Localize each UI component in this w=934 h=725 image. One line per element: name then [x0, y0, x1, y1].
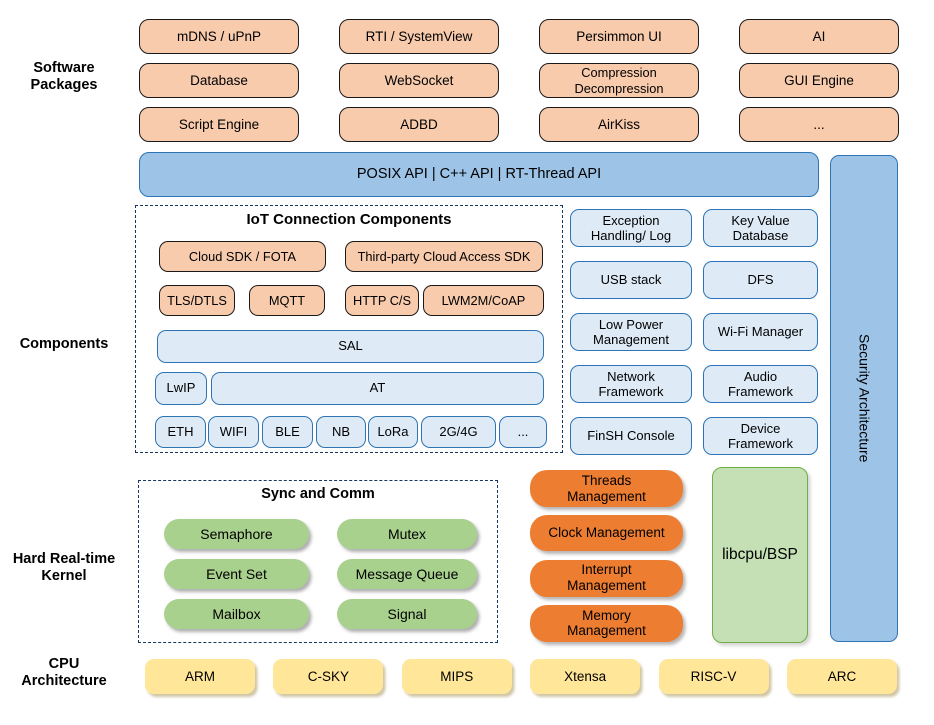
node-arc: ARC	[786, 659, 897, 694]
api-layer-bar: POSIX API | C++ API | RT-Thread API	[139, 152, 819, 197]
node-mutex: Mutex	[337, 519, 477, 549]
node-interrupt-management: Interrupt Management	[530, 559, 683, 597]
security-architecture-label: Security Architecture	[856, 334, 873, 463]
sync-and-comm-grid: Semaphore Mutex Event Set Message Queue …	[164, 519, 477, 629]
node-sal: SAL	[157, 330, 544, 363]
node-clock-management: Clock Management	[530, 515, 683, 552]
node-mdns-upnp: mDNS / uPnP	[139, 19, 299, 54]
node-cloud-sdk-fota: Cloud SDK / FOTA	[159, 241, 326, 272]
node-risc-v: RISC-V	[658, 659, 769, 694]
sync-and-comm-title: Sync and Comm	[261, 486, 375, 502]
node-semaphore: Semaphore	[164, 519, 309, 549]
cpu-architecture-row: ARM C-SKY MIPS Xtensa RISC-V ARC	[145, 659, 897, 694]
node-libcpu-bsp: libcpu/BSP	[712, 467, 808, 643]
node-database: Database	[139, 63, 299, 98]
node-gui-engine: GUI Engine	[739, 63, 899, 98]
node-rti-systemview: RTI / SystemView	[339, 19, 499, 54]
section-label-cpu-architecture: CPU Architecture	[21, 656, 107, 690]
security-architecture-bar: Security Architecture	[830, 155, 898, 642]
node-eth: ETH	[155, 416, 206, 448]
node-more-links: ...	[499, 416, 547, 448]
node-signal: Signal	[337, 599, 477, 629]
node-exception-handling-log: Exception Handling/ Log	[570, 209, 692, 247]
node-lwip: LwIP	[155, 372, 207, 405]
software-packages-grid: mDNS / uPnP RTI / SystemView Persimmon U…	[139, 19, 899, 142]
node-mailbox: Mailbox	[164, 599, 309, 629]
node-device-framework: Device Framework	[703, 417, 818, 455]
node-tls-dtls: TLS/DTLS	[159, 285, 235, 316]
node-xtensa: Xtensa	[530, 659, 641, 694]
node-key-value-database: Key Value Database	[703, 209, 818, 247]
node-adbd: ADBD	[339, 107, 499, 142]
node-third-party-cloud-access-sdk: Third-party Cloud Access SDK	[345, 241, 543, 272]
node-wifi-manager: Wi-Fi Manager	[703, 313, 818, 351]
node-2g-4g: 2G/4G	[421, 416, 496, 448]
node-ble: BLE	[262, 416, 313, 448]
sync-and-comm-box	[138, 480, 498, 643]
node-websocket: WebSocket	[339, 63, 499, 98]
node-wifi: WIFI	[208, 416, 259, 448]
node-arm: ARM	[145, 659, 255, 694]
node-event-set: Event Set	[164, 559, 309, 589]
section-label-components: Components	[19, 336, 109, 352]
node-compression-decompression: Compression Decompression	[539, 63, 699, 98]
node-lora: LoRa	[368, 416, 418, 448]
node-low-power-management: Low Power Management	[570, 313, 692, 351]
node-at: AT	[211, 372, 544, 405]
node-message-queue: Message Queue	[337, 559, 477, 589]
node-script-engine: Script Engine	[139, 107, 299, 142]
section-label-kernel: Hard Real-time Kernel	[12, 551, 116, 585]
node-mqtt: MQTT	[249, 285, 325, 316]
iot-connection-components-title: IoT Connection Components	[246, 211, 452, 228]
iot-connection-components-box	[135, 205, 563, 453]
node-persimmon-ui: Persimmon UI	[539, 19, 699, 54]
node-threads-management: Threads Management	[530, 470, 683, 507]
node-finsh-console: FinSH Console	[570, 417, 692, 455]
node-memory-management: Memory Management	[530, 604, 683, 642]
kernel-management-column: Threads Management Clock Management Inte…	[530, 470, 683, 642]
node-http-cs: HTTP C/S	[345, 285, 419, 316]
node-ai: AI	[739, 19, 899, 54]
node-network-framework: Network Framework	[570, 365, 692, 403]
node-audio-framework: Audio Framework	[703, 365, 818, 403]
component-services-grid: Exception Handling/ Log Key Value Databa…	[570, 209, 818, 455]
node-lwm2m-coap: LWM2M/CoAP	[423, 285, 544, 316]
node-dfs: DFS	[703, 261, 818, 299]
node-nb: NB	[316, 416, 366, 448]
node-more-packages: ...	[739, 107, 899, 142]
section-label-software-packages: Software Packages	[30, 60, 98, 94]
node-airkiss: AirKiss	[539, 107, 699, 142]
node-usb-stack: USB stack	[570, 261, 692, 299]
node-mips: MIPS	[401, 659, 512, 694]
node-c-sky: C-SKY	[273, 659, 384, 694]
